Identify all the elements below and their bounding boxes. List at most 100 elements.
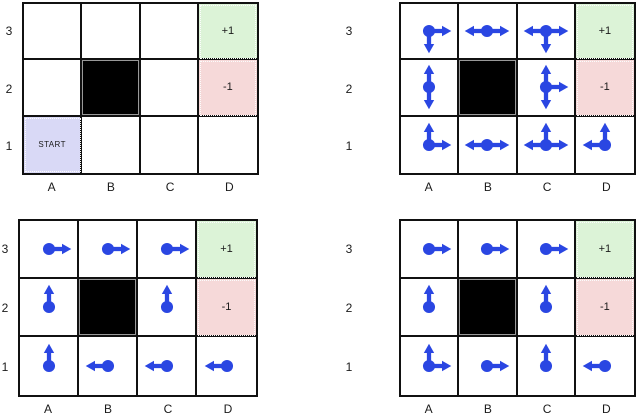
col-label: B <box>103 402 112 416</box>
cell-C3 <box>140 4 199 61</box>
cell-C1 <box>138 337 197 395</box>
arrows-up-icon <box>539 284 552 314</box>
cell-B2 <box>459 60 518 117</box>
actions-grid: 3 2 1 +1-1 A B C D <box>346 2 636 194</box>
cell-D2: -1 <box>575 279 634 337</box>
cell-A3 <box>24 4 83 61</box>
penalty-label: -1 <box>222 80 233 93</box>
cell-D2: -1 <box>198 60 257 117</box>
reward-label: +1 <box>598 242 612 255</box>
col-label: D <box>602 180 611 194</box>
cell-B1 <box>459 337 518 395</box>
col-label: C <box>542 180 552 194</box>
arrows-right-icon <box>481 359 510 373</box>
arrows-left-right-icon <box>465 138 510 151</box>
arrows-left-icon <box>144 359 173 373</box>
reward-label: +1 <box>221 24 235 37</box>
col-label: A <box>43 402 52 416</box>
cell-A2 <box>401 279 460 337</box>
row-label: 1 <box>1 360 9 375</box>
cell-C2 <box>517 60 576 117</box>
arrows-left-icon <box>204 359 233 373</box>
arrows-left-up-right-icon <box>523 122 568 151</box>
arrows-up-right-icon <box>423 343 452 373</box>
cell-D3: +1 <box>197 221 256 279</box>
cell-D3: +1 <box>575 4 634 61</box>
cell-A3 <box>401 4 460 61</box>
row-label: 3 <box>5 23 13 38</box>
row-label: 2 <box>1 300 9 315</box>
arrows-right-down-icon <box>423 25 452 54</box>
cell-D1 <box>575 337 634 395</box>
arrows-up-icon <box>42 284 55 314</box>
cell-B1 <box>79 337 138 395</box>
cell-C3 <box>517 4 576 61</box>
arrows-left-icon <box>582 359 611 373</box>
cell-C2 <box>138 279 197 337</box>
col-label: B <box>483 180 492 194</box>
row-label: 2 <box>345 300 353 315</box>
col-label: A <box>47 180 56 194</box>
col-labels: A B C D <box>18 397 258 417</box>
cell-D3: +1 <box>198 4 257 61</box>
cell-A1 <box>20 337 79 395</box>
cell-D1 <box>198 116 257 173</box>
penalty-label: -1 <box>221 300 232 313</box>
cell-D1 <box>197 337 256 395</box>
col-label: D <box>602 402 611 416</box>
cell-B3 <box>82 4 141 61</box>
arrows-left-icon <box>85 359 114 373</box>
cell-C1 <box>140 116 199 173</box>
row-label: 2 <box>5 81 13 96</box>
cell-A2 <box>401 60 460 117</box>
cell-B2 <box>82 60 141 117</box>
col-label: A <box>424 180 433 194</box>
row-label: 1 <box>5 139 13 154</box>
cell-C3 <box>517 221 576 279</box>
cell-A1 <box>401 116 460 173</box>
cell-B3 <box>459 221 518 279</box>
arrows-up-down-icon <box>423 65 436 110</box>
row-labels: 3 2 1 <box>299 2 399 175</box>
cell-B3 <box>459 4 518 61</box>
arrows-up-right-down-icon <box>539 65 568 110</box>
cell-C1 <box>517 337 576 395</box>
cell-A3 <box>20 221 79 279</box>
col-label: C <box>163 402 173 416</box>
arrows-right-icon <box>101 242 130 256</box>
arrows-right-icon <box>160 242 189 256</box>
cell-D2: -1 <box>575 60 634 117</box>
cell-A3 <box>401 221 460 279</box>
cell-D3: +1 <box>575 221 634 279</box>
cell-A1: START <box>24 116 83 173</box>
cell-C2 <box>140 60 199 117</box>
cell-A2 <box>24 60 83 117</box>
reward-label: +1 <box>220 242 233 255</box>
arrows-up-icon <box>42 343 55 373</box>
arrows-left-right-down-icon <box>523 25 568 54</box>
start-label: START <box>38 139 66 149</box>
arrows-left-right-icon <box>465 25 510 38</box>
col-label: D <box>225 180 234 194</box>
cell-B3 <box>79 221 138 279</box>
row-label: 3 <box>1 241 9 256</box>
col-label: C <box>165 180 175 194</box>
grid: +1-1 <box>399 2 636 175</box>
cell-B2 <box>459 279 518 337</box>
arrows-right-icon <box>423 242 452 256</box>
row-label: 1 <box>345 139 353 154</box>
arrows-right-icon <box>481 242 510 256</box>
col-labels: A B C D <box>399 175 636 195</box>
row-label: 2 <box>345 81 353 96</box>
arrows-right-icon <box>42 242 71 256</box>
row-labels: 3 2 1 <box>0 219 18 397</box>
cell-B1 <box>82 116 141 173</box>
row-label: 3 <box>345 23 353 38</box>
col-label: C <box>542 402 552 416</box>
col-label: D <box>223 402 233 416</box>
arrows-right-icon <box>539 242 568 256</box>
